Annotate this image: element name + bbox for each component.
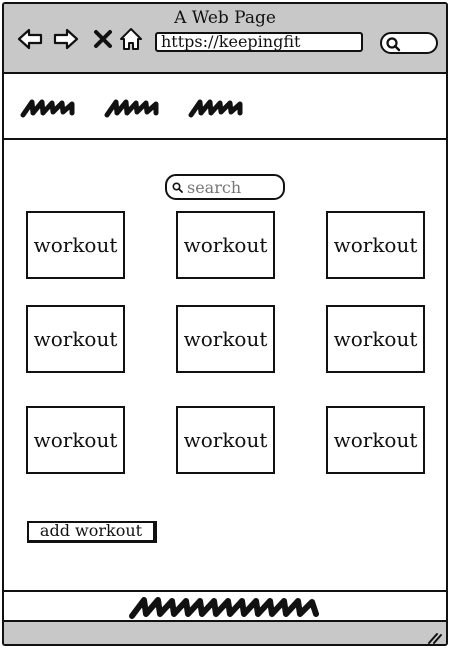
- footer-scribble: [128, 594, 322, 620]
- arrow-left-icon: [17, 28, 43, 50]
- browser-search-field[interactable]: [380, 32, 438, 54]
- search-icon: [172, 182, 183, 193]
- resize-grip-icon[interactable]: [426, 630, 442, 644]
- site-header: [4, 74, 446, 140]
- nav-item-1[interactable]: [20, 98, 76, 118]
- workout-tile[interactable]: workout: [326, 406, 425, 474]
- nav-item-3[interactable]: [188, 98, 244, 118]
- search-placeholder: search: [187, 178, 242, 197]
- main-content: search workout workout workout workout w…: [4, 142, 446, 590]
- forward-button[interactable]: [53, 26, 79, 52]
- workout-tile[interactable]: workout: [176, 305, 275, 373]
- scribble-nav-1: [20, 99, 75, 118]
- workout-tile[interactable]: workout: [326, 211, 425, 279]
- scribble-footer: [129, 597, 319, 619]
- workout-tile[interactable]: workout: [26, 211, 125, 279]
- home-button[interactable]: [118, 26, 144, 52]
- back-button[interactable]: [17, 26, 43, 52]
- status-bar: [4, 622, 446, 644]
- address-bar[interactable]: https://keepingfit: [155, 32, 363, 52]
- home-icon: [120, 28, 142, 50]
- search-icon: [386, 37, 401, 52]
- add-workout-button[interactable]: add workout: [27, 521, 157, 543]
- browser-toolbar: A Web Page https://keepingfit: [4, 4, 446, 74]
- stop-button[interactable]: [90, 26, 116, 52]
- site-footer: [4, 590, 446, 622]
- search-input[interactable]: search: [165, 174, 285, 200]
- close-icon: [94, 30, 112, 48]
- nav-item-2[interactable]: [104, 98, 160, 118]
- workout-tile[interactable]: workout: [326, 305, 425, 373]
- workout-tile[interactable]: workout: [26, 406, 125, 474]
- window-title: A Web Page: [174, 8, 276, 28]
- workout-tile[interactable]: workout: [176, 406, 275, 474]
- scribble-nav-2: [104, 99, 159, 118]
- workout-tile[interactable]: workout: [26, 305, 125, 373]
- arrow-right-icon: [53, 28, 79, 50]
- scribble-nav-3: [188, 99, 243, 118]
- workout-tile[interactable]: workout: [176, 211, 275, 279]
